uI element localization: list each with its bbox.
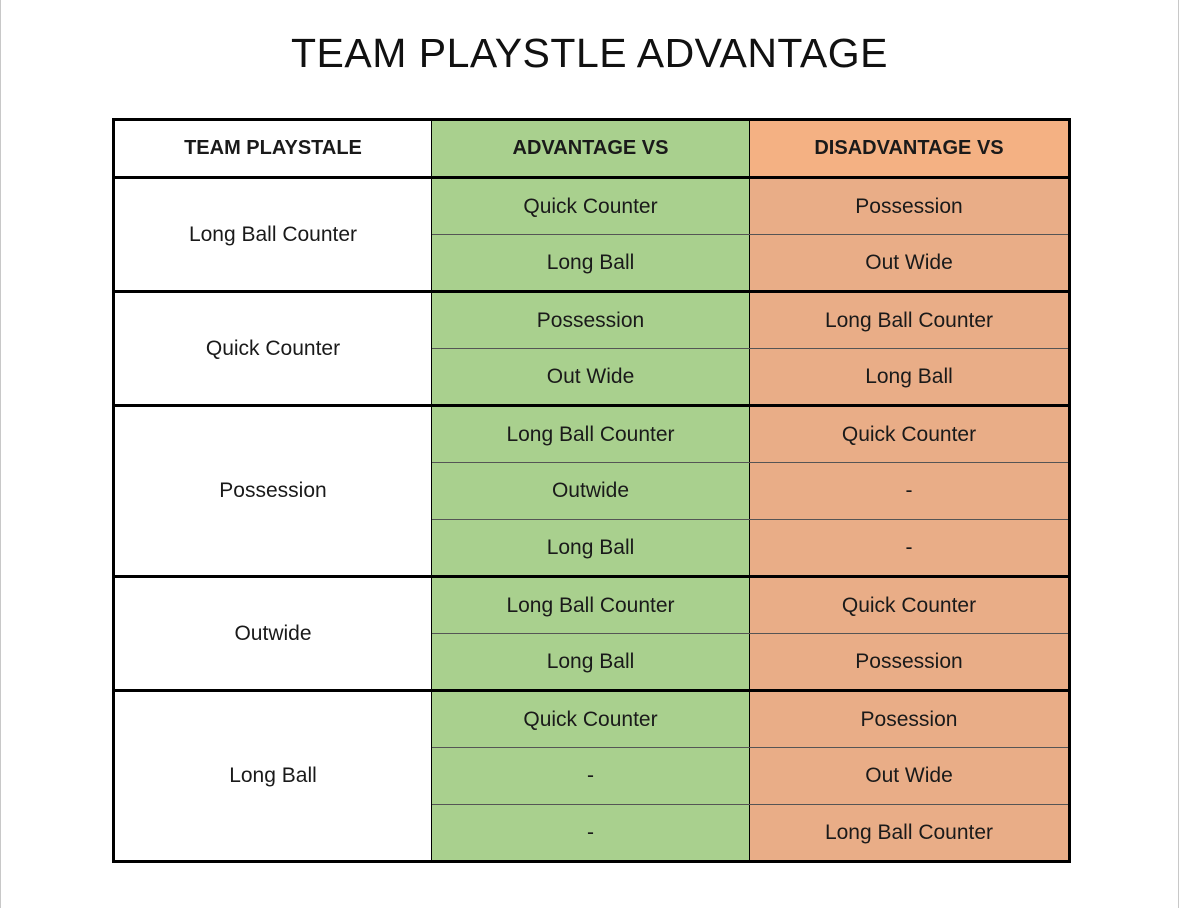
table-row: -Out Wide <box>114 747 1070 805</box>
advantage-cell: Out Wide <box>431 348 750 407</box>
advantage-cell: Quick Counter <box>431 690 750 748</box>
advantage-cell: Long Ball <box>431 234 750 293</box>
header-team-playstyle: TEAM PLAYSTALE <box>113 119 432 179</box>
disadvantage-cell: Long Ball <box>749 348 1070 407</box>
team-playstyle-cell: Quick Counter <box>113 291 432 407</box>
advantage-cell: Long Ball <box>431 519 750 578</box>
advantage-cell: - <box>431 747 750 805</box>
advantage-cell: Long Ball Counter <box>431 576 750 634</box>
disadvantage-cell: - <box>749 462 1070 520</box>
disadvantage-cell: Long Ball Counter <box>749 804 1070 863</box>
table-row: Outwide- <box>114 462 1070 520</box>
advantage-cell: Outwide <box>431 462 750 520</box>
team-playstyle-cell: Long Ball <box>113 690 432 863</box>
disadvantage-cell: Quick Counter <box>749 576 1070 634</box>
disadvantage-cell: Possession <box>749 633 1070 692</box>
advantage-cell: Long Ball <box>431 633 750 692</box>
disadvantage-cell: Posession <box>749 690 1070 748</box>
page-title: TEAM PLAYSTLE ADVANTAGE <box>290 30 889 76</box>
team-playstyle-cell: Long Ball Counter <box>113 177 432 293</box>
table-row: -Long Ball Counter <box>114 804 1070 863</box>
team-playstyle-cell: Possession <box>113 405 432 578</box>
disadvantage-cell: Out Wide <box>749 234 1070 293</box>
advantage-cell: Long Ball Counter <box>431 405 750 463</box>
advantage-cell: - <box>431 804 750 863</box>
disadvantage-cell: Quick Counter <box>749 405 1070 463</box>
table-header-row: TEAM PLAYSTALE ADVANTAGE VS DISADVANTAGE… <box>113 119 1070 179</box>
disadvantage-cell: Long Ball Counter <box>749 291 1070 349</box>
page-edge-left <box>0 0 1 908</box>
advantage-cell: Quick Counter <box>431 177 750 235</box>
disadvantage-cell: Possession <box>749 177 1070 235</box>
header-advantage-vs: ADVANTAGE VS <box>431 119 750 179</box>
advantage-cell: Possession <box>431 291 750 349</box>
header-disadvantage-vs: DISADVANTAGE VS <box>749 119 1070 179</box>
playstyle-table: TEAM PLAYSTALE ADVANTAGE VS DISADVANTAGE… <box>112 118 1071 863</box>
team-playstyle-cell: Outwide <box>113 576 432 692</box>
disadvantage-cell: - <box>749 519 1070 578</box>
disadvantage-cell: Out Wide <box>749 747 1070 805</box>
table-row: Long Ball- <box>114 519 1070 578</box>
